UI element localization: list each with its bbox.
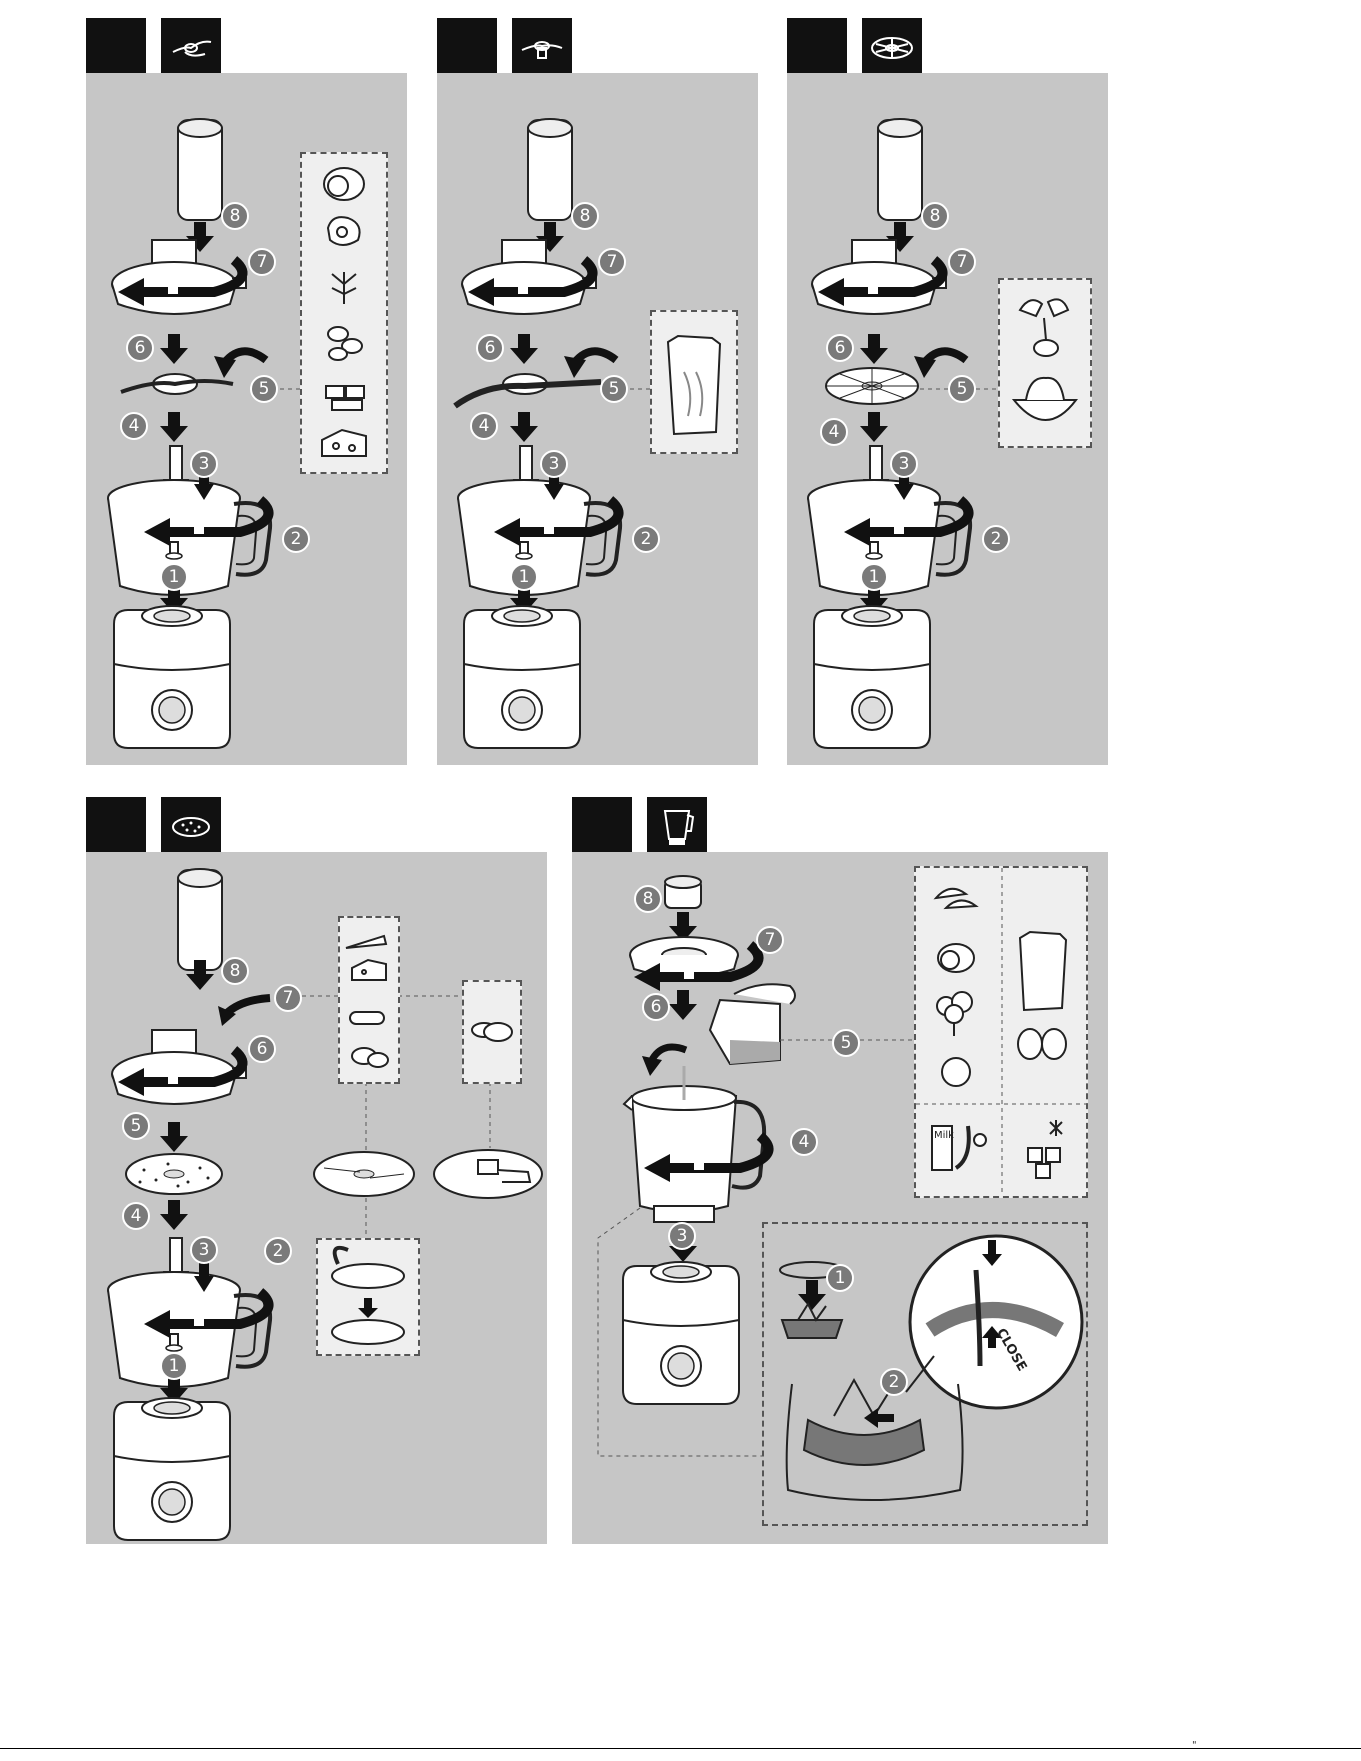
step-4: 4 xyxy=(122,1202,150,1230)
eggs-icon xyxy=(1018,1029,1066,1059)
step-7: 7 xyxy=(274,984,302,1012)
broccoli-icon xyxy=(937,992,972,1036)
step-6: 6 xyxy=(642,993,670,1021)
food-inset-slicing xyxy=(462,980,522,1084)
blade-assembly-detail xyxy=(762,1222,1088,1526)
page-bottom-rule xyxy=(0,1748,1361,1749)
cheese-icon xyxy=(352,960,386,980)
food-inset-grating xyxy=(338,916,400,1084)
step-7: 7 xyxy=(756,926,784,954)
step-5: 5 xyxy=(832,1029,860,1057)
flour-bag-icon xyxy=(1020,932,1066,1010)
milk-label: Milk xyxy=(934,1130,954,1141)
step-5: 5 xyxy=(122,1112,150,1140)
step-8: 8 xyxy=(221,957,249,985)
page-mark: " xyxy=(1192,1740,1197,1751)
step-6: 6 xyxy=(248,1035,276,1063)
disc-flip-diagram xyxy=(318,1240,418,1354)
step-1: 1 xyxy=(160,1352,188,1380)
disc-reverse-inset xyxy=(316,1238,420,1356)
potato-slices-icon xyxy=(464,982,520,1082)
step-3: 3 xyxy=(668,1222,696,1250)
potato-icon xyxy=(352,1048,388,1067)
step-8: 8 xyxy=(634,885,662,913)
grating-foods xyxy=(340,918,398,1082)
step-4: 4 xyxy=(790,1128,818,1156)
step-3: 3 xyxy=(190,1236,218,1264)
step-2: 2 xyxy=(264,1237,292,1265)
cucumber-icon xyxy=(350,1012,384,1024)
onion-icon xyxy=(938,944,974,972)
orange-icon xyxy=(942,1058,970,1086)
fruit-slices-icon xyxy=(936,889,976,908)
carrot-icon xyxy=(346,936,386,948)
ice-cubes-icon xyxy=(1028,1120,1062,1178)
food-inset-blender: Milk xyxy=(914,866,1088,1198)
blender-foods xyxy=(916,868,1086,1196)
